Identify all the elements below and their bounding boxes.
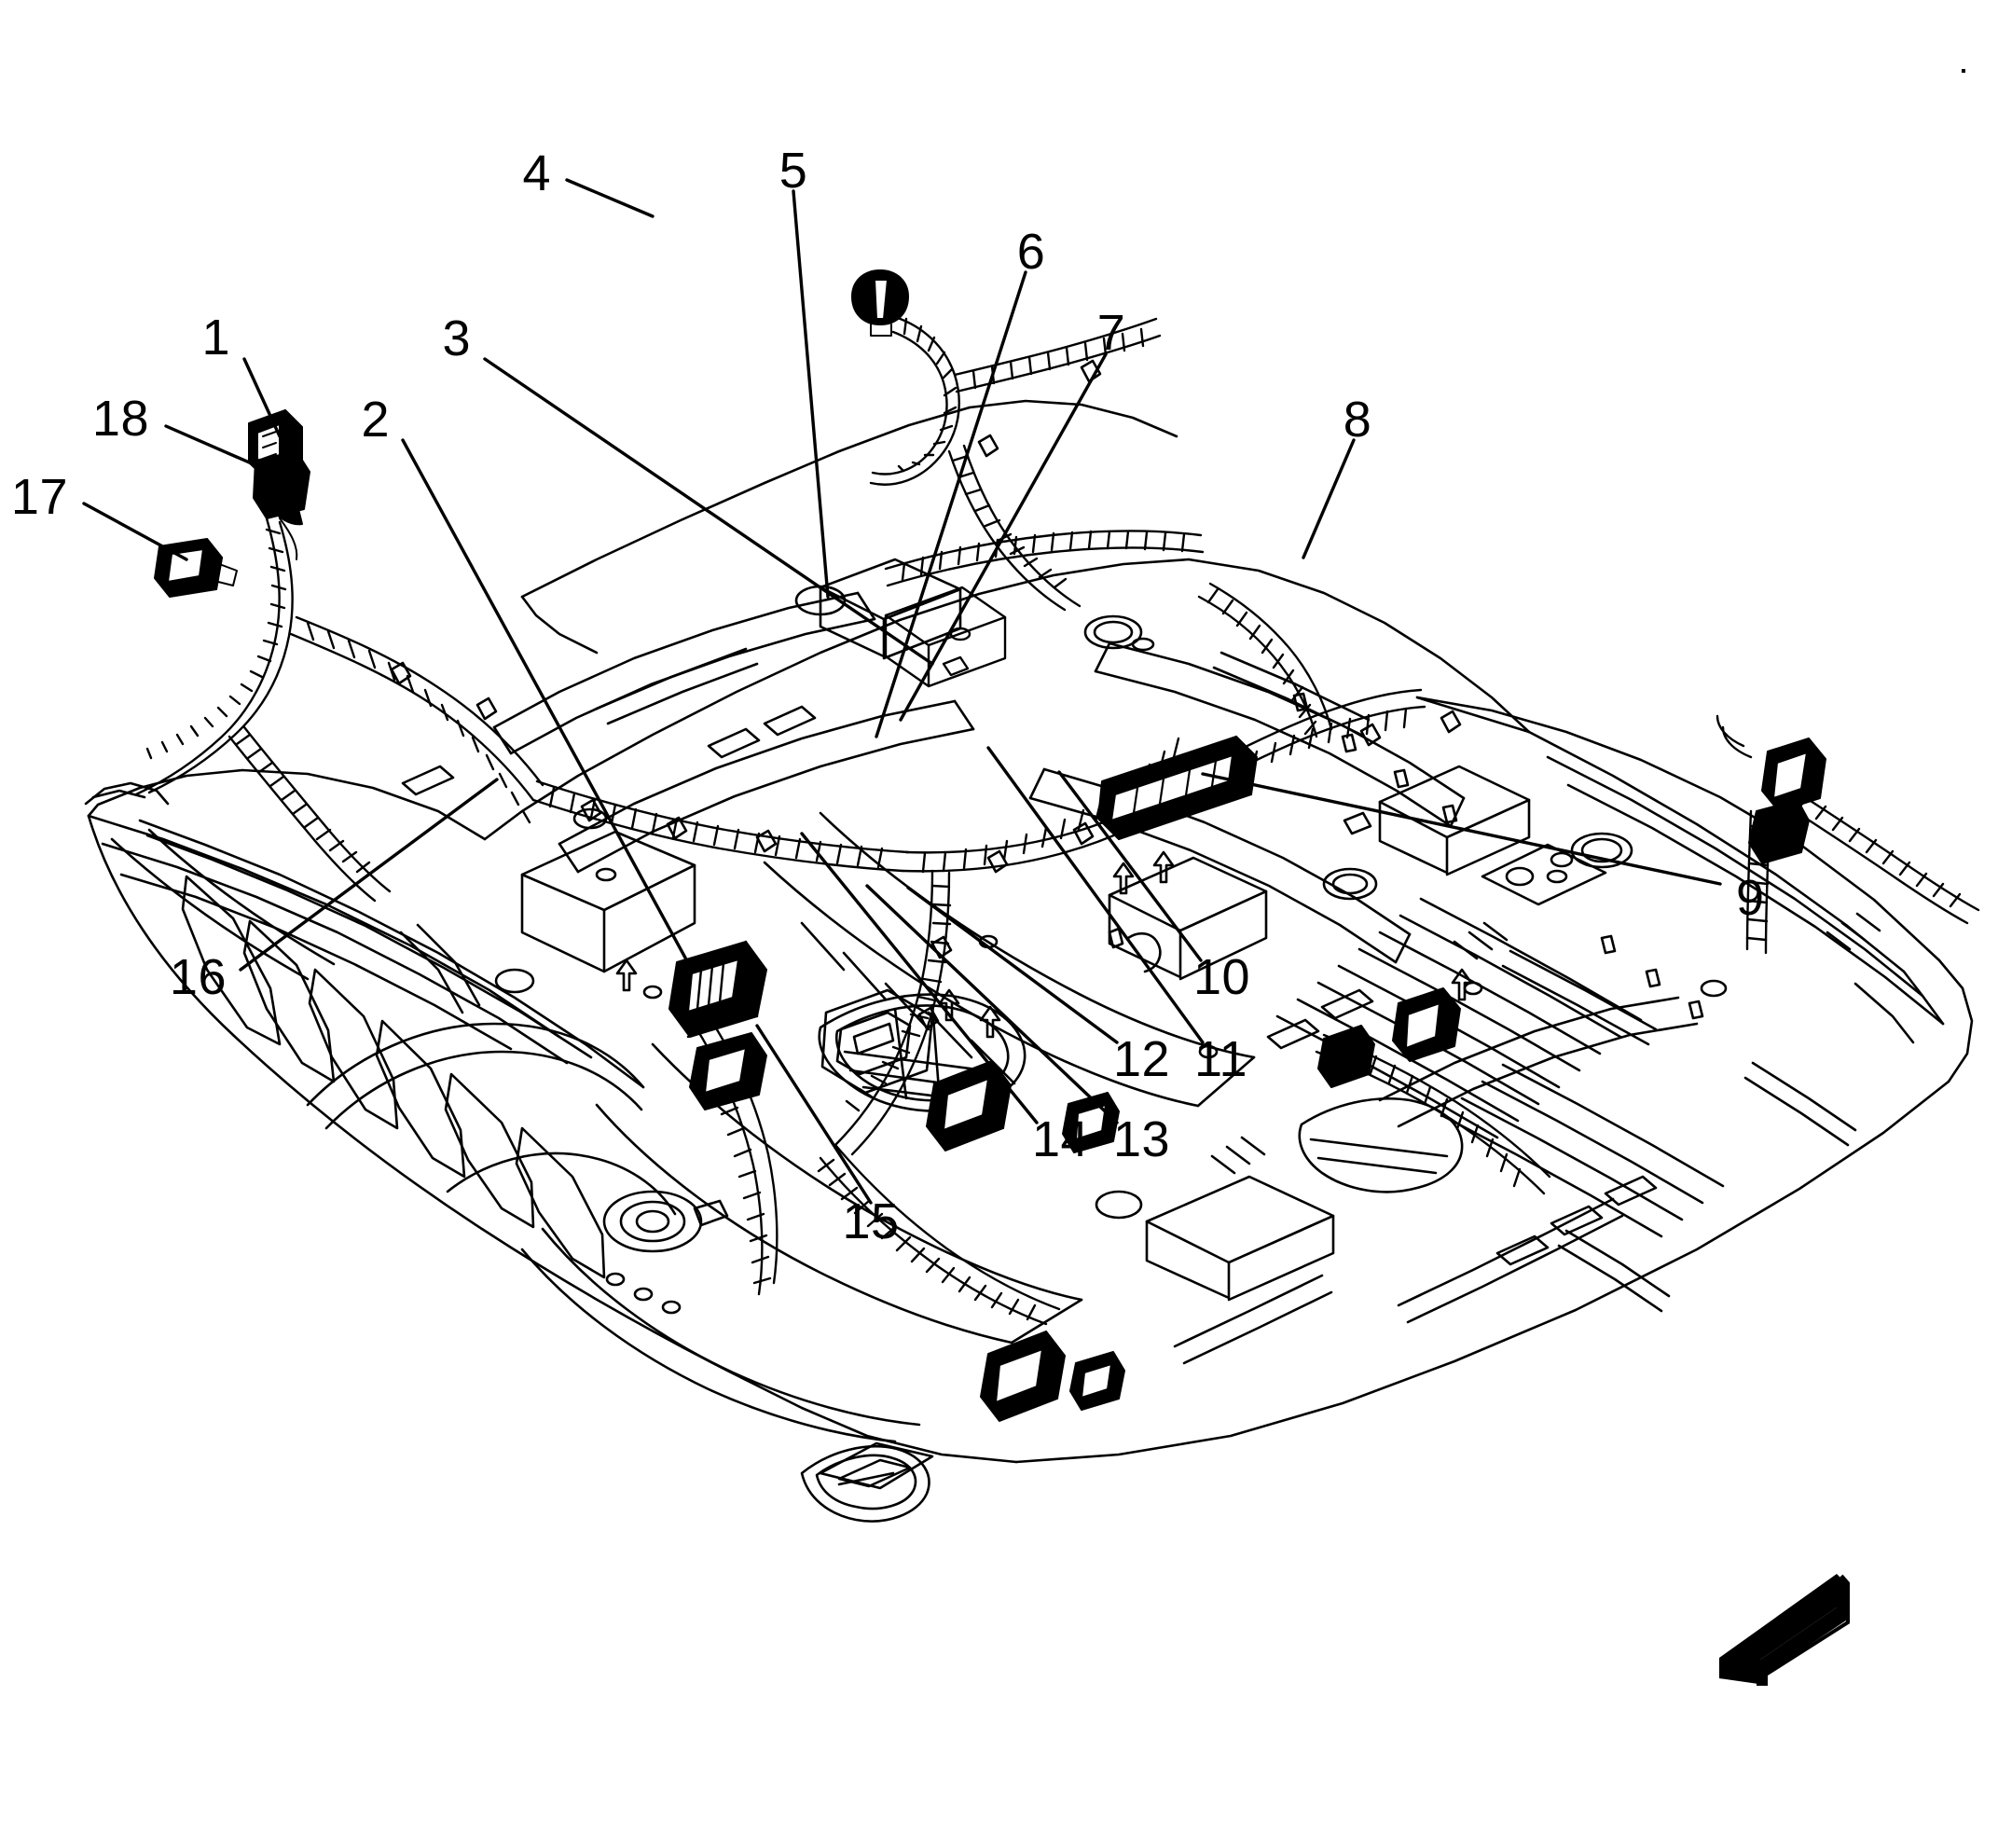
callout-number-8[interactable]: 8 bbox=[1343, 392, 1372, 448]
leader-15 bbox=[755, 1024, 873, 1205]
leader-17 bbox=[82, 502, 188, 561]
leader-11 bbox=[986, 746, 1205, 1044]
callout-number-16[interactable]: 16 bbox=[169, 949, 227, 1005]
callout-number-15[interactable]: 15 bbox=[842, 1193, 900, 1249]
callout-number-3[interactable]: 3 bbox=[442, 310, 471, 366]
leader-5 bbox=[792, 189, 830, 599]
leader-1 bbox=[242, 357, 282, 438]
callout-number-4[interactable]: 4 bbox=[522, 145, 551, 201]
callout-number-9[interactable]: 9 bbox=[1736, 870, 1765, 926]
leader-14 bbox=[800, 832, 1039, 1124]
leader-16 bbox=[239, 778, 499, 972]
leader-6 bbox=[875, 270, 1027, 738]
leader-4 bbox=[565, 178, 655, 218]
leader-13 bbox=[865, 884, 1119, 1124]
leader-18 bbox=[164, 424, 270, 473]
leader-2 bbox=[401, 438, 694, 972]
callout-number-7[interactable]: 7 bbox=[1096, 305, 1126, 361]
leader-9 bbox=[1201, 772, 1722, 886]
callout-number-11[interactable]: 11 bbox=[1194, 1031, 1248, 1087]
leader-3 bbox=[483, 357, 934, 666]
callout-number-18[interactable]: 18 bbox=[91, 391, 149, 447]
callout-number-13[interactable]: 13 bbox=[1113, 1111, 1171, 1167]
callout-number-1[interactable]: 1 bbox=[201, 310, 230, 365]
scan-artifact-dot bbox=[1962, 69, 1965, 73]
leader-7 bbox=[899, 352, 1108, 722]
callout-number-5[interactable]: 5 bbox=[779, 143, 808, 199]
callout-number-17[interactable]: 17 bbox=[10, 469, 68, 525]
leader-12 bbox=[906, 886, 1119, 1044]
callout-number-6[interactable]: 6 bbox=[1016, 224, 1046, 280]
callout-number-10[interactable]: 10 bbox=[1193, 949, 1251, 1005]
callout-number-2[interactable]: 2 bbox=[361, 392, 390, 448]
callout-number-12[interactable]: 12 bbox=[1113, 1031, 1171, 1087]
leader-10 bbox=[1057, 770, 1203, 962]
leader-8 bbox=[1302, 438, 1356, 559]
callout-number-14[interactable]: 14 bbox=[1032, 1111, 1090, 1167]
forward-direction-arrow bbox=[1719, 1574, 1850, 1686]
